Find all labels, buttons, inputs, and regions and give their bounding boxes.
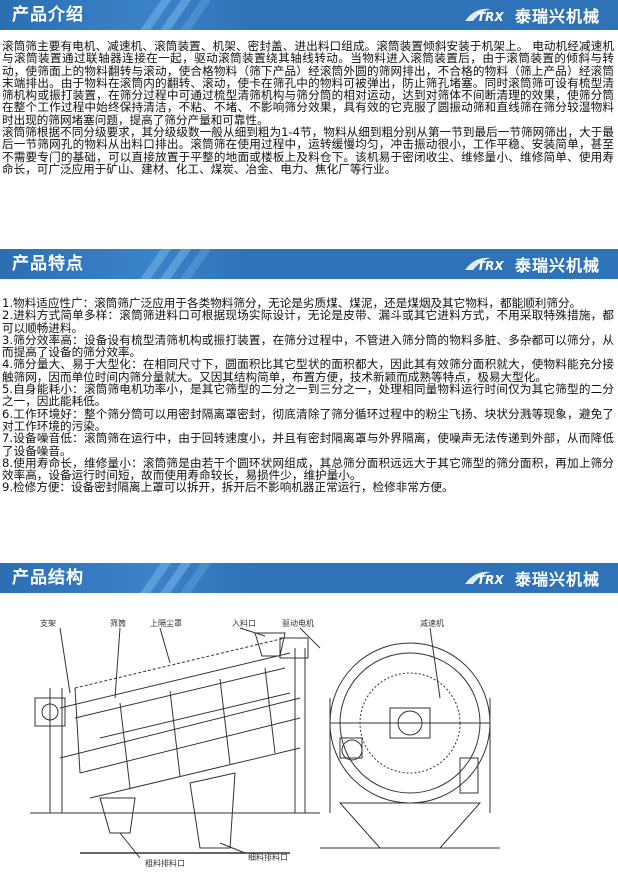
brand-lockup: TRX 泰瑞兴机械 [463, 563, 600, 593]
label-reducer: 减速机 [420, 618, 444, 628]
svg-text:TRX: TRX [477, 573, 504, 587]
intro-text: 滚筒筛主要有电机、减速机、滚筒装置、机架、密封盖、进出料口组成。滚筒装置倾斜安装… [2, 40, 614, 175]
label-support: 支架 [40, 618, 56, 628]
trx-logo-icon: TRX [464, 257, 504, 273]
section-title-intro: 产品介绍 [12, 5, 84, 25]
features-banner: 产品特点 TRX 泰瑞兴机械 [0, 249, 618, 279]
svg-text:TRX: TRX [477, 259, 504, 273]
intro-banner: 产品介绍 TRX 泰瑞兴机械 [0, 0, 618, 30]
trx-logo-icon: TRX [464, 8, 504, 24]
feature-item: 9.检修方便：设备密封隔离上罩可以拆开，拆开后不影响机器正常运行，检修非常方便。 [2, 480, 454, 495]
feature-item: 6.工作环境好：整个筛分筒可以用密封隔离罩密封，彻底清除了筛分循环过程中的粉尘飞… [2, 406, 614, 433]
label-coarse-outlet: 粗料排料口 [145, 858, 185, 868]
brand-lockup: TRX 泰瑞兴机械 [463, 249, 600, 279]
feature-item: 4.筛分量大、易于大型化：在相同尺寸下，圆面积比其它型状的面积都大，因此其有效筛… [2, 357, 614, 384]
feature-item: 1.物料适应性广：滚筒筛广泛应用于各类物料筛分，无论是劣质煤、煤泥，还是煤烟及其… [2, 296, 582, 310]
label-drum: 筛筒 [110, 618, 126, 628]
feature-item: 8.使用寿命长，维修量小：滚筒筛是由若干个圆环状网组成，其总筛分面积远远大于其它… [2, 455, 614, 483]
brand-name: 泰瑞兴机械 [514, 256, 600, 275]
label-fine-outlet: 细料排料口 [248, 852, 288, 862]
structure-diagram: 支架 筛筒 上隔尘罩 入料口 驱动电机 减速机 粗料排料口 细料排料口 [0, 598, 618, 873]
section-title-features: 产品特点 [12, 254, 84, 274]
label-cover: 上隔尘罩 [150, 618, 182, 628]
intro-paragraph: 滚筒筛根据不同分级要求，其分级级数一般从细到粗为1-4节，物料从细到粗分别从第一… [2, 125, 614, 176]
feature-item: 7.设备噪音低：滚筒筛在运行中，由于回转速度小，并且有密封隔离罩与外界隔离，使噪… [2, 431, 614, 458]
section-title-structure: 产品结构 [12, 568, 84, 588]
trx-logo-icon: TRX [464, 571, 504, 587]
label-motor: 驱动电机 [282, 618, 314, 628]
features-list: 1.物料适应性广：滚筒筛广泛应用于各类物料筛分，无论是劣质煤、煤泥，还是煤烟及其… [2, 297, 614, 494]
brand-name: 泰瑞兴机械 [514, 7, 600, 26]
structure-banner: 产品结构 TRX 泰瑞兴机械 [0, 563, 618, 593]
intro-paragraph: 滚筒筛主要有电机、减速机、滚筒装置、机架、密封盖、进出料口组成。滚筒装置倾斜安装… [2, 39, 614, 127]
feature-item: 5.自身能耗小：滚筒筛电机功率小，是其它筛型的二分之一到三分之一，处理相同量物料… [2, 382, 614, 409]
feature-item: 3.筛分效率高：设备设有梳型清筛机构或振打装置，在筛分过程中，不管进入筛分筒的物… [2, 332, 614, 360]
trommel-drawing: 支架 筛筒 上隔尘罩 入料口 驱动电机 减速机 粗料排料口 细料排料口 [30, 618, 500, 868]
feature-item: 2.进料方式简单多样：滚筒筛进料口可根据现场实际设计，无论是皮带、漏斗或其它进料… [2, 308, 614, 335]
brand-name: 泰瑞兴机械 [514, 570, 600, 589]
svg-text:TRX: TRX [477, 10, 504, 24]
brand-lockup: TRX 泰瑞兴机械 [463, 0, 600, 30]
label-inlet: 入料口 [232, 618, 256, 628]
